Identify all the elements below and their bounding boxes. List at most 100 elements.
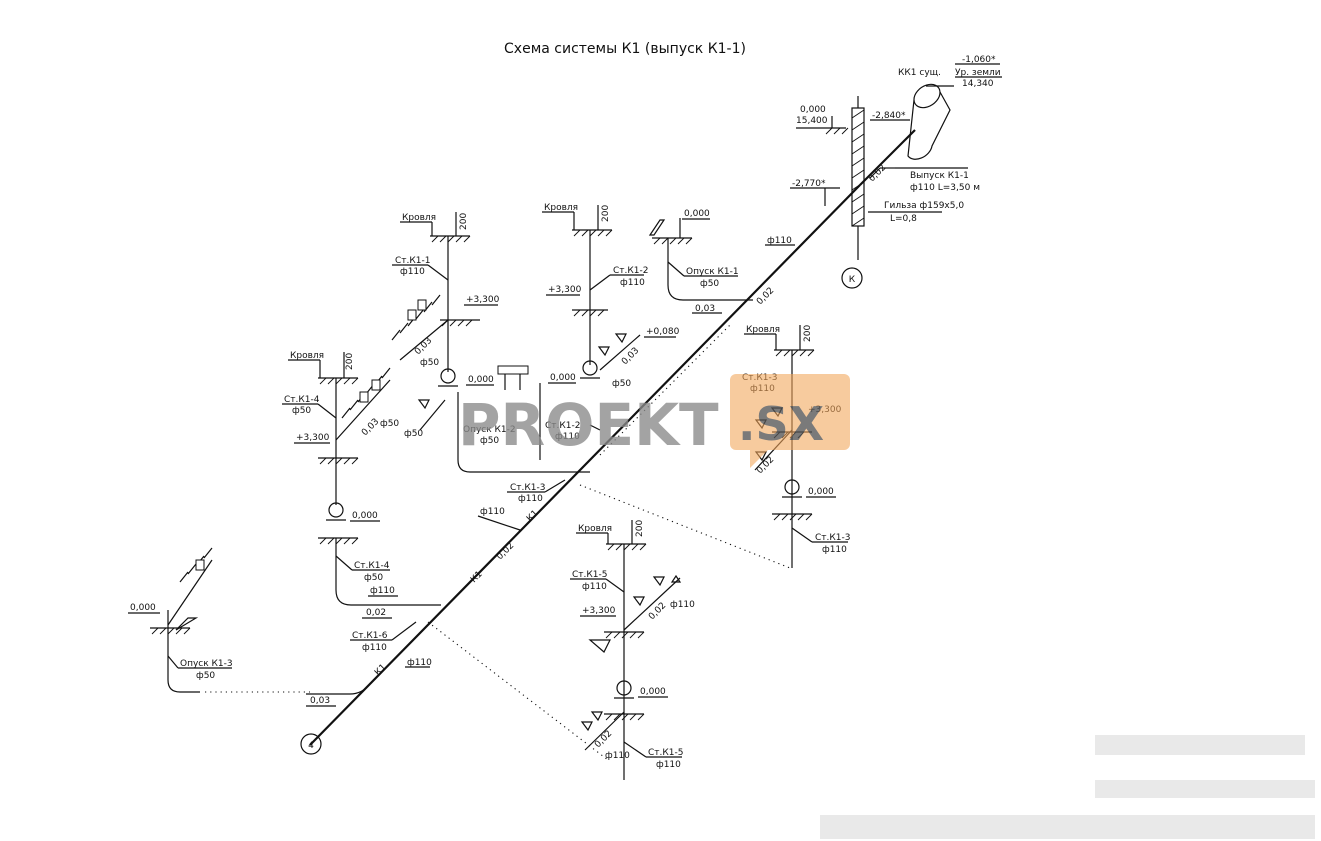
roof-label-3: Кровля [746,325,780,335]
st-k1-4-horiz-d: ф110 [370,586,395,596]
lower-slope-label: 0,03 [310,696,330,706]
st-k1-4-slope: 0,03 [360,417,381,438]
roof-label-1: Кровля [402,213,436,223]
riser-st-k1-5: Кровля 200 Ст.К1-5 ф110 +3,300 0,02 ф110… [570,520,695,780]
st-k1-4-label: Ст.К1-4 [284,395,320,405]
op-k1-3-zero: 0,000 [130,603,156,613]
st-k1-1-level: +3,300 [466,295,500,305]
roof-label-2: Кровля [544,203,578,213]
outlet-label: Выпуск К1-1 [910,171,969,181]
st-k1-5-lower-d: ф110 [656,760,681,770]
level-2840: -2,840* [872,111,906,121]
st-k1-4-lower-d: ф50 [364,573,383,583]
sleeve-label: Гильза ф159х5,0 [884,201,964,211]
st-k1-3-mid-d: ф110 [518,494,543,504]
st-k1-5-lower-slope: 0,02 [593,729,614,750]
op-k1-2-d: ф50 [480,436,499,446]
roof-label-4: Кровля [290,351,324,361]
st-k1-2-level: +3,300 [548,285,582,295]
op-k1-2-label: Опуск К1-2 [463,425,516,435]
axis-marker-4: 4 [300,733,322,755]
st-k1-1-d: ф110 [400,267,425,277]
diagram-title: Схема системы К1 (выпуск К1-1) [504,41,746,57]
st-k1-6-d: ф110 [362,643,387,653]
trunk-k1-3: К1 [373,662,389,678]
central-branches: 0,000 0,000 Опуск К1-2 ф50 Ст.К1-2 ф110 … [457,365,601,504]
riser-st-k1-6: Ст.К1-6 ф110 [350,621,609,761]
ground-label: Ур. земли [955,68,1001,78]
watermark-logo: PROEKT .SX [458,374,850,468]
op-k1-1-slope: 0,03 [695,304,715,314]
kk1-level: -1,060* [962,55,996,65]
op-k1-3-d: ф50 [196,671,215,681]
h200-5: 200 [635,520,645,537]
st-k1-5-slope: 0,02 [647,601,668,622]
h200-3: 200 [803,325,813,342]
st-k1-4-horiz-slope: 0,02 [366,608,386,618]
st-k1-4-lower-label: Ст.К1-4 [354,561,390,571]
h200-4: 200 [345,353,355,370]
main-slope-label: 0,02 [867,163,888,184]
drop-op-k1-1: 0,000 Опуск К1-1 ф50 0,03 [648,209,753,314]
st-k1-3-lower-label: Ст.К1-3 [815,533,850,543]
level-abs-top: 15,400 [796,116,828,126]
axis-4-label: 4 [308,741,314,751]
st-k1-1-branch-d: ф50 [420,358,439,368]
outlet-size: ф110 L=3,50 м [910,183,980,193]
watermark-ext: .SX [738,397,824,451]
st-k1-2-lower-d: ф110 [555,432,580,442]
st-k1-2-lower-label: Ст.К1-2 [545,421,580,431]
drop-op-k1-3: 0,000 Опуск К1-3 ф50 0,03 [128,547,371,707]
st-k1-2-d: ф110 [620,278,645,288]
st-k1-4-branch-d2: ф50 [404,429,423,439]
op-k1-1-zero: 0,000 [684,209,710,219]
op-k1-3-label: Опуск К1-3 [180,659,233,669]
axis-marker-k: К [841,267,863,289]
st-k1-3-mid-label: Ст.К1-3 [510,483,545,493]
st-k1-3-zero: 0,000 [808,487,834,497]
op-k1-1-label: Опуск К1-1 [686,267,739,277]
st-k1-5-label: Ст.К1-5 [572,570,607,580]
st-k1-4-branch-d: ф50 [380,419,399,429]
level-2770: -2,770* [792,179,826,189]
main-trunk-k1 [309,129,916,746]
st-k1-5-lower-label: Ст.К1-5 [648,748,683,758]
riser-st-k1-1: Кровля 200 Ст.К1-1 ф110 +3,300 0,03 ф50 [391,212,500,387]
st-k1-5-branch-d: ф110 [670,600,695,610]
st-k1-2-branch-d: ф50 [612,379,631,389]
blurred-area-2 [1095,780,1315,798]
op-k1-1-d: ф50 [700,279,719,289]
ground-level: 14,340 [962,79,994,89]
st-k1-5-d: ф110 [582,582,607,592]
sleeve-length: L=0,8 [890,214,917,224]
st-k1-2-label: Ст.К1-2 [613,266,648,276]
st-k1-4-zero: 0,000 [352,511,378,521]
trunk-k1-2: К1 [469,569,485,585]
manhole-kk1: КК1 сущ. -1,060* Ур. земли 14,340 [898,55,1002,160]
level-zero-top: 0,000 [800,105,826,115]
h200-1: 200 [459,213,469,230]
st-k1-1-branch-slope: 0,03 [413,336,434,357]
st-k1-4-d: ф50 [292,406,311,416]
central-zero-2: 0,000 [550,373,576,383]
d110-main-label: ф110 [767,236,792,246]
roof-label-5: Кровля [578,524,612,534]
trunk-k1-1: К1 [525,508,541,524]
kk1-label: КК1 сущ. [898,68,941,78]
central-zero-1: 0,000 [468,375,494,385]
trunk-d110-upper: ф110 [480,507,505,517]
trunk-d110-lower: ф110 [407,658,432,668]
blurred-area-3 [820,815,1315,839]
st-k1-4-level: +3,300 [296,433,330,443]
st-k1-6-label: Ст.К1-6 [352,631,388,641]
riser-st-k1-2: Кровля 200 Ст.К1-2 ф110 +3,300 +0,080 0,… [542,203,680,389]
watermark-text: PROEKT [458,391,719,459]
st-k1-3-lower-d: ф110 [822,545,847,555]
st-k1-5-level: +3,300 [582,606,616,616]
axis-k-label: К [849,275,856,285]
st-k1-1-label: Ст.К1-1 [395,256,430,266]
blurred-area-1 [1095,735,1305,755]
st-k1-5-lower-branch-d: ф110 [605,751,630,761]
st-k1-5-zero: 0,000 [640,687,666,697]
